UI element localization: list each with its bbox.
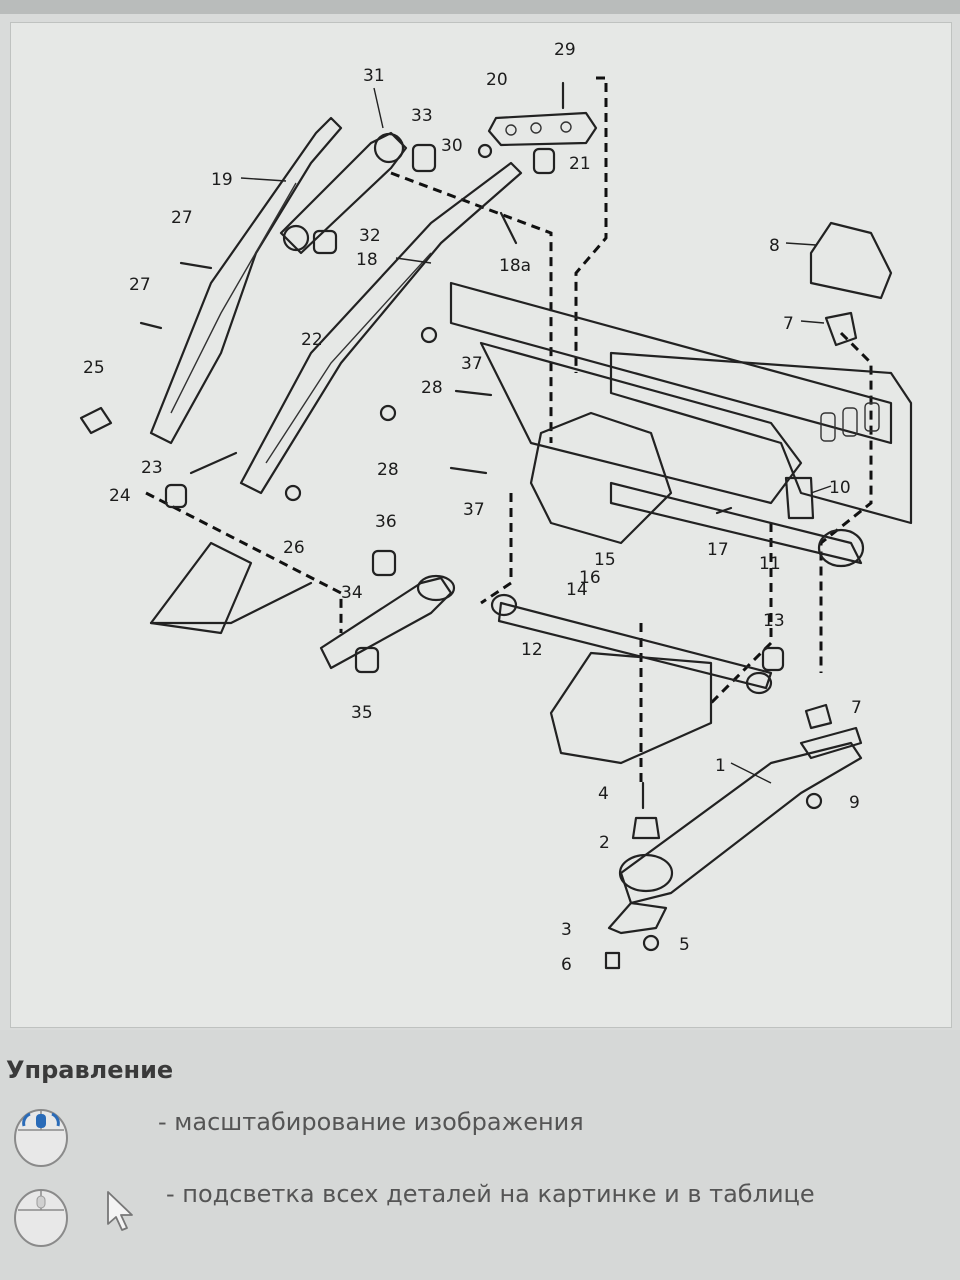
- part-label-1[interactable]: 1: [715, 756, 726, 776]
- part-label-8[interactable]: 8: [769, 236, 780, 256]
- part-label-27b[interactable]: 27: [129, 275, 151, 295]
- suspension-exploded-diagram[interactable]: 1 2 3 4 5 6 7 7 8 9 10 11 12 13 14 15 16…: [11, 23, 951, 1027]
- cursor-arrow-icon: [107, 1191, 133, 1231]
- control-row-zoom: - масштабирование изображения: [0, 1100, 960, 1180]
- zoom-control-text: - масштабирование изображения: [158, 1108, 584, 1136]
- window-top-strip: [0, 0, 960, 14]
- part-label-30[interactable]: 30: [441, 136, 463, 156]
- part-label-9[interactable]: 9: [849, 793, 860, 813]
- highlight-control-text: - подсветка всех деталей на картинке и в…: [166, 1180, 815, 1208]
- controls-section: Управление - масштабирование изображения…: [0, 1030, 960, 1280]
- part-label-34[interactable]: 34: [341, 583, 363, 603]
- part-label-5[interactable]: 5: [679, 935, 690, 955]
- part-label-33[interactable]: 33: [411, 106, 433, 126]
- part-label-17[interactable]: 17: [707, 540, 729, 560]
- part-label-21[interactable]: 21: [569, 154, 591, 174]
- controls-title: Управление: [6, 1056, 174, 1084]
- parts-diagram-panel[interactable]: 1 2 3 4 5 6 7 7 8 9 10 11 12 13 14 15 16…: [10, 22, 952, 1028]
- part-label-28[interactable]: 28: [421, 378, 443, 398]
- part-label-12[interactable]: 12: [521, 640, 543, 660]
- part-label-24[interactable]: 24: [109, 486, 131, 506]
- control-row-highlight: - подсветка всех деталей на картинке и в…: [0, 1180, 960, 1260]
- part-label-18[interactable]: 18: [356, 250, 378, 270]
- part-label-27[interactable]: 27: [171, 208, 193, 228]
- part-label-35[interactable]: 35: [351, 703, 373, 723]
- part-label-3[interactable]: 3: [561, 920, 572, 940]
- part-label-14[interactable]: 14: [566, 580, 588, 600]
- part-label-37b[interactable]: 37: [463, 500, 485, 520]
- part-label-23[interactable]: 23: [141, 458, 163, 478]
- mouse-wheel-icon: [14, 1109, 68, 1167]
- part-label-22[interactable]: 22: [301, 330, 323, 350]
- part-label-18a[interactable]: 18a: [499, 256, 531, 276]
- part-label-11[interactable]: 11: [759, 554, 781, 574]
- mouse-hover-icon: [14, 1189, 68, 1247]
- part-label-25[interactable]: 25: [83, 358, 105, 378]
- part-label-37[interactable]: 37: [461, 354, 483, 374]
- part-label-20[interactable]: 20: [486, 70, 508, 90]
- part-label-4[interactable]: 4: [598, 784, 609, 804]
- part-label-28b[interactable]: 28: [377, 460, 399, 480]
- part-label-13[interactable]: 13: [763, 611, 785, 631]
- part-label-15[interactable]: 15: [594, 550, 616, 570]
- part-label-2[interactable]: 2: [599, 833, 610, 853]
- part-label-26[interactable]: 26: [283, 538, 305, 558]
- part-label-7b[interactable]: 7: [851, 698, 862, 718]
- part-label-31[interactable]: 31: [363, 66, 385, 86]
- part-label-36[interactable]: 36: [375, 512, 397, 532]
- part-label-7[interactable]: 7: [783, 314, 794, 334]
- part-label-16[interactable]: 16: [579, 568, 601, 588]
- part-label-29[interactable]: 29: [554, 40, 576, 60]
- part-label-10[interactable]: 10: [829, 478, 851, 498]
- part-label-6[interactable]: 6: [561, 955, 572, 975]
- part-label-32[interactable]: 32: [359, 226, 381, 246]
- part-label-19[interactable]: 19: [211, 170, 233, 190]
